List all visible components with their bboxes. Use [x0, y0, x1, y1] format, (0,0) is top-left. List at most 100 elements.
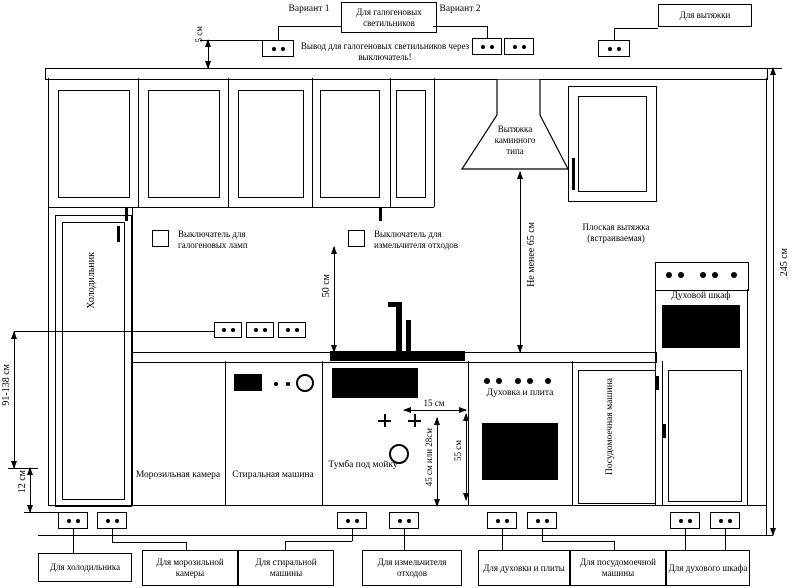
knob-icon — [666, 272, 672, 278]
callout-stove: Для духовки и плиты — [478, 550, 570, 586]
power-socket-icon — [389, 512, 419, 529]
connector-line — [278, 26, 341, 27]
washer-drawer — [234, 374, 262, 391]
freezer-label: Морозильная камера — [135, 470, 221, 480]
callout-freezer-text: Для морозильной камеры — [156, 557, 224, 578]
callout-oven-text: Для духового шкафа — [668, 562, 748, 573]
connector-line — [73, 529, 74, 553]
chimney-hood-label: Вытяжка каминного типа — [494, 124, 536, 156]
wall-outline — [48, 78, 49, 505]
stove-oven-door — [482, 423, 558, 480]
variant2-label: Вариант 2 — [439, 4, 481, 14]
dimension-arrow-65cm — [517, 171, 523, 353]
connector-line — [614, 28, 658, 29]
connector-line — [487, 26, 488, 38]
connector-line — [542, 529, 543, 541]
cabinet-door — [396, 90, 426, 198]
switch-icon — [348, 230, 365, 247]
cabinet-divider — [312, 78, 313, 207]
cabinet-divider — [228, 78, 229, 207]
halogen-lights-callout-text: Для галогеновых светильников — [356, 6, 422, 28]
door-handle-icon — [656, 376, 659, 390]
connector-line — [278, 26, 279, 40]
callout-fridge: Для холодильника — [38, 553, 132, 582]
cabinet-door — [320, 90, 380, 198]
cabinet-door — [58, 90, 130, 198]
callout-grinder-text: Для измельчителя отходов — [377, 557, 447, 578]
door-handle-icon — [379, 208, 382, 221]
dimension-label-55cm: 55 см — [453, 440, 463, 461]
dimension-arrow-15cm — [403, 407, 467, 413]
connector-line — [542, 541, 614, 542]
dimension-arrow-55cm — [463, 413, 469, 501]
connector-line — [614, 541, 615, 550]
power-socket-icon — [337, 512, 367, 529]
faucet-icon — [388, 302, 402, 307]
power-socket-icon — [670, 512, 700, 529]
door-handle-icon — [117, 226, 120, 242]
knob-icon — [286, 382, 290, 386]
drain-icon — [389, 444, 409, 464]
connector-line — [186, 542, 187, 550]
callout-washer: Для стиральной машины — [238, 550, 334, 586]
oven-door — [662, 305, 740, 348]
knob-icon — [484, 378, 490, 384]
connector-line — [112, 529, 113, 542]
dimension-arrow-45cm — [434, 417, 440, 507]
callout-oven: Для духового шкафа — [666, 550, 750, 586]
oven-label: Духовой шкаф — [671, 291, 731, 301]
cabinet-divider — [747, 289, 748, 505]
dishwasher-label: Посудомоечная машина — [605, 378, 615, 476]
washer-door-icon — [296, 374, 314, 392]
reference-line — [200, 40, 262, 41]
door-handle-icon — [572, 158, 575, 190]
fridge-label: Холодильник — [86, 252, 97, 309]
dimension-arrow-12cm — [27, 467, 33, 513]
connector-line — [502, 529, 503, 550]
halogen-switch-label: Выключатель для галогеновых ламп — [178, 229, 248, 250]
cabinet-door — [578, 96, 647, 192]
power-socket-icon — [58, 512, 88, 529]
washer-label: Стиральная машина — [232, 470, 314, 480]
power-socket-icon — [710, 512, 740, 529]
callout-grinder: Для измельчителя отходов — [362, 550, 462, 586]
cabinet-divider — [434, 78, 435, 207]
callout-washer-text: Для стиральной машины — [255, 557, 317, 578]
hood-outlet-callout: Для вытяжки — [658, 4, 752, 27]
ceiling-band — [45, 68, 768, 80]
fridge-outline — [55, 215, 132, 507]
upper-cabinet-bottom — [48, 207, 434, 208]
knob-icon — [274, 382, 278, 386]
plinth-line — [48, 505, 767, 506]
sink-top — [330, 351, 465, 361]
cabinet-divider — [572, 361, 573, 505]
door-handle-icon — [125, 208, 128, 221]
faucet-icon — [396, 302, 402, 352]
knob-icon — [545, 378, 551, 384]
dimension-label-65cm: Не менее 65 см — [526, 222, 537, 287]
dimension-label-50cm: 50 см — [321, 274, 332, 298]
variant1-label: Вариант 1 — [288, 4, 330, 14]
dimension-label-91-138: 91-138 см — [1, 364, 12, 406]
dimension-arrow-245cm — [770, 67, 776, 536]
faucet-icon — [406, 320, 411, 352]
dimension-label-45cm: 45 см или 28см — [424, 428, 434, 487]
knob-icon — [731, 272, 737, 278]
connector-line — [685, 529, 686, 553]
dimension-arrow-91-138 — [11, 331, 17, 469]
sink-cabinet-label: Тумба под мойку — [328, 460, 398, 470]
cabinet-divider — [322, 361, 323, 505]
dimension-arrow-50cm — [331, 246, 337, 353]
connector-line — [614, 28, 615, 40]
valve-icon — [408, 414, 421, 427]
knob-icon — [700, 272, 706, 278]
halogen-lights-callout: Для галогеновых светильников — [341, 2, 437, 33]
wall-outline — [766, 78, 767, 535]
cabinet-divider — [138, 78, 139, 207]
knob-icon — [515, 378, 521, 384]
cabinet-door — [668, 370, 742, 502]
power-socket-icon — [262, 40, 294, 57]
grinder-switch-label: Выключатель для измельчителя отходов — [374, 229, 459, 250]
valve-icon — [378, 414, 391, 427]
